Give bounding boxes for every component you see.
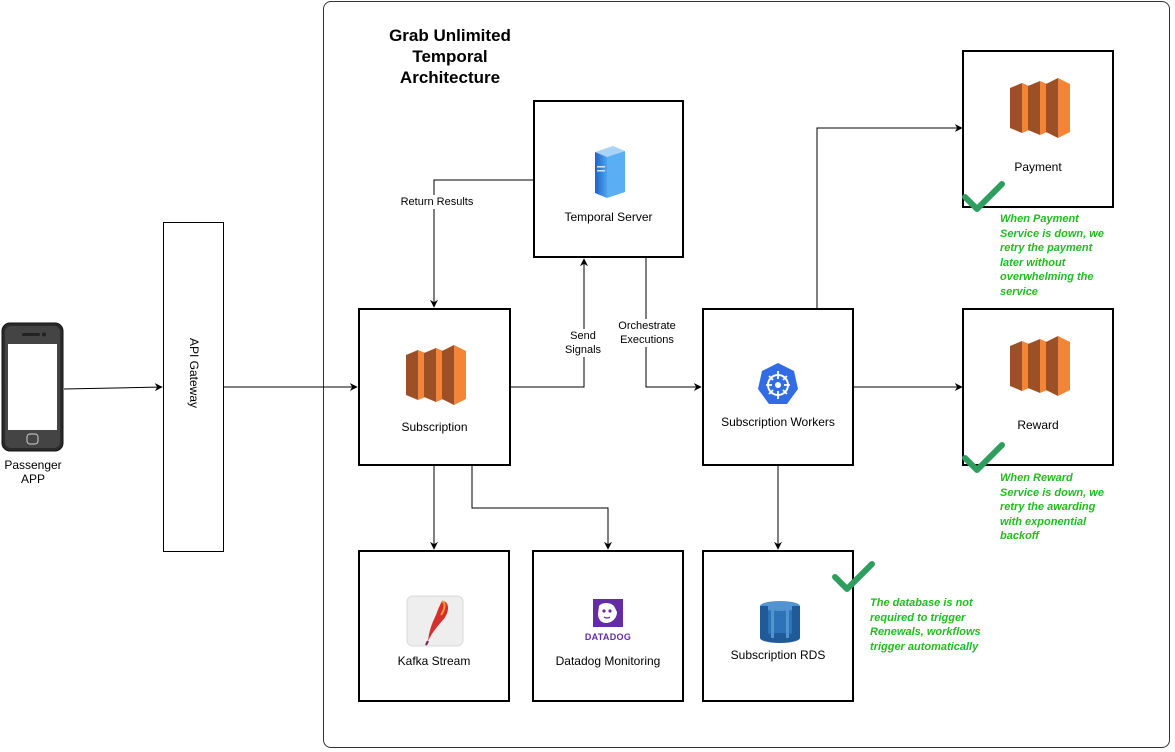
subscription-workers-label: Subscription Workers xyxy=(721,415,835,429)
aws-compute-icon xyxy=(1010,78,1070,138)
reward-label: Reward xyxy=(1017,418,1059,432)
temporal-server-box: Temporal Server xyxy=(533,100,684,258)
datadog-icon xyxy=(593,599,623,627)
edge-subscription-datadog xyxy=(471,465,612,550)
edge-label-send-signals: Send Signals xyxy=(560,329,606,357)
subscription-rds-box: Subscription RDS xyxy=(702,550,854,702)
datadog-logo-text: DATADOG xyxy=(584,632,632,642)
kafka-feather-icon xyxy=(406,595,464,647)
edge-orchestrate xyxy=(645,257,702,391)
edge-send-signals xyxy=(511,258,588,388)
title-line-2: Temporal xyxy=(412,47,488,66)
kubernetes-icon xyxy=(758,363,798,404)
architecture-frame xyxy=(323,1,1170,748)
edge-label-return-results: Return Results xyxy=(392,195,482,209)
passenger-app-label: Passenger APP xyxy=(4,458,62,486)
check-icon xyxy=(962,442,1005,473)
title-line-1: Grab Unlimited xyxy=(389,26,511,45)
kafka-stream-label: Kafka Stream xyxy=(397,654,471,668)
aws-compute-icon xyxy=(1010,336,1070,396)
subscription-label: Subscription xyxy=(401,420,468,434)
edge-label-orchestrate: Orchestrate Executions xyxy=(612,319,682,347)
aws-compute-icon xyxy=(406,345,466,405)
kafka-stream-box: Kafka Stream xyxy=(358,550,510,702)
temporal-server-label: Temporal Server xyxy=(564,210,653,224)
database-icon xyxy=(760,601,800,643)
datadog-monitoring-box: DATADOG Datadog Monitoring xyxy=(532,550,684,702)
reward-box: Reward xyxy=(962,308,1114,466)
subscription-rds-label: Subscription RDS xyxy=(730,648,826,662)
payment-note: When Payment Service is down, we retry t… xyxy=(1000,213,1104,298)
check-icon xyxy=(962,181,1005,212)
subscription-workers-box: Subscription Workers xyxy=(702,308,854,466)
smartphone-icon xyxy=(1,322,64,452)
passenger-app-node: Passenger APP xyxy=(0,322,70,492)
reward-note: When Reward Service is down, we retry th… xyxy=(1000,472,1104,542)
edge-app-gateway xyxy=(63,383,163,392)
payment-box: Payment xyxy=(962,50,1114,208)
api-gateway-box: API Gateway xyxy=(163,222,224,552)
database-note: The database is not required to trigger … xyxy=(870,597,981,653)
send-signals-text: Send Signals xyxy=(564,330,602,356)
check-icon xyxy=(832,561,875,592)
diagram-title: Grab Unlimited Temporal Architecture xyxy=(360,25,540,88)
title-line-3: Architecture xyxy=(399,68,501,87)
server-icon xyxy=(595,146,625,198)
edge-workers-payment xyxy=(816,124,963,309)
api-gateway-label: API Gateway xyxy=(187,337,201,409)
edge-return-results xyxy=(430,179,533,308)
orchestrate-text: Orchestrate Executions xyxy=(618,320,676,346)
subscription-box: Subscription xyxy=(358,308,511,466)
payment-label: Payment xyxy=(1014,160,1062,174)
datadog-monitoring-label: Datadog Monitoring xyxy=(555,654,661,668)
